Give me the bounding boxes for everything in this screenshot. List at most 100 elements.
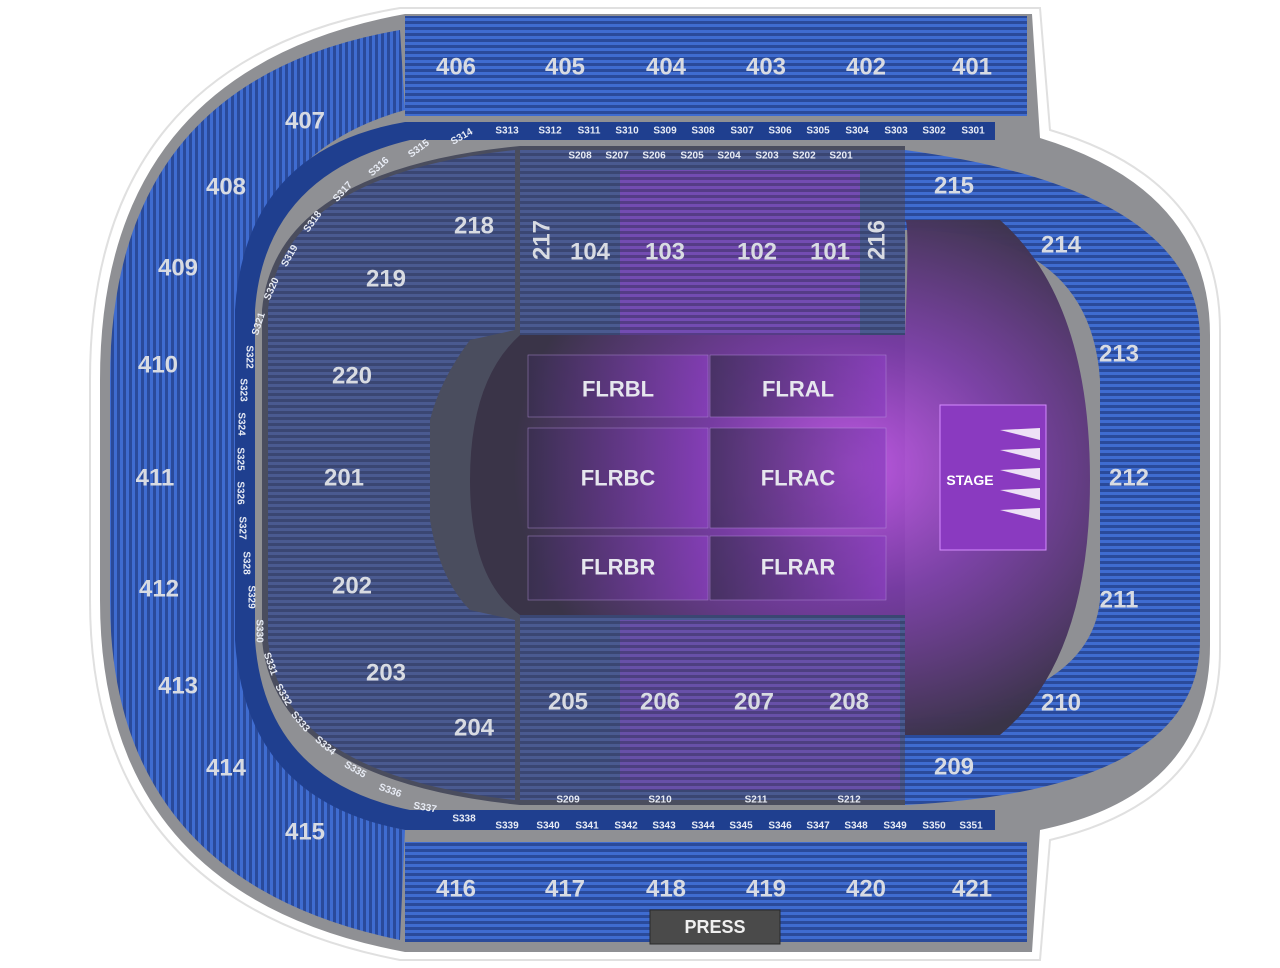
section-215[interactable]: 215	[934, 173, 974, 200]
suite-S305[interactable]: S305	[806, 126, 830, 137]
suite-S308[interactable]: S308	[691, 126, 715, 137]
section-205[interactable]: 205	[548, 689, 588, 716]
suite-S302[interactable]: S302	[922, 126, 946, 137]
section-209[interactable]: 209	[934, 754, 974, 781]
floor-label-flrac[interactable]: FLRAC	[761, 466, 836, 491]
section-409[interactable]: 409	[158, 255, 198, 282]
suite-S309[interactable]: S309	[653, 126, 677, 137]
suite-S208[interactable]: S208	[568, 151, 592, 162]
section-411[interactable]: 411	[136, 465, 175, 492]
suite-S306[interactable]: S306	[768, 126, 792, 137]
floor-section-flrbc[interactable]	[527, 427, 709, 529]
section-407[interactable]: 407	[285, 108, 325, 135]
floor-label-flral[interactable]: FLRAL	[762, 377, 834, 402]
suite-S211[interactable]: S211	[745, 795, 768, 806]
section-415[interactable]: 415	[285, 819, 325, 846]
section-403[interactable]: 403	[746, 54, 786, 81]
suite-S207[interactable]: S207	[605, 151, 629, 162]
section-216[interactable]: 216	[864, 220, 891, 260]
floor-label-flrbr[interactable]: FLRBR	[581, 555, 656, 580]
floor-section-flral[interactable]	[709, 354, 887, 418]
section-212[interactable]: 212	[1109, 465, 1149, 492]
suite-S329[interactable]: S329	[246, 585, 257, 609]
section-213[interactable]: 213	[1099, 341, 1139, 368]
suite-S330[interactable]: S330	[254, 619, 265, 643]
suite-S325[interactable]: S325	[235, 447, 246, 471]
section-207[interactable]: 207	[734, 689, 774, 716]
suite-S327[interactable]: S327	[237, 516, 248, 540]
section-104[interactable]: 104	[570, 239, 611, 266]
suite-S337[interactable]: S337	[413, 801, 438, 816]
suite-S343[interactable]: S343	[652, 821, 676, 832]
suite-S312[interactable]: S312	[538, 126, 562, 137]
suite-S340[interactable]: S340	[536, 821, 560, 832]
floor-label-flrar[interactable]: FLRAR	[761, 555, 836, 580]
suite-S201[interactable]: S201	[829, 151, 853, 162]
section-201[interactable]: 201	[324, 465, 364, 492]
suite-S344[interactable]: S344	[691, 821, 715, 832]
section-404[interactable]: 404	[646, 54, 687, 81]
section-101[interactable]: 101	[810, 239, 850, 266]
section-214[interactable]: 214	[1041, 232, 1082, 259]
suite-S323[interactable]: S323	[238, 378, 249, 402]
section-219[interactable]: 219	[366, 266, 406, 293]
section-405[interactable]: 405	[545, 54, 585, 81]
suite-S304[interactable]: S304	[845, 126, 869, 137]
section-103[interactable]: 103	[645, 239, 685, 266]
floor-section-flrac[interactable]	[709, 427, 887, 529]
suite-S204[interactable]: S204	[717, 151, 741, 162]
section-401[interactable]: 401	[952, 54, 992, 81]
section-211[interactable]: 211	[1100, 587, 1139, 614]
suite-S322[interactable]: S322	[244, 345, 255, 369]
suite-S347[interactable]: S347	[806, 821, 830, 832]
suite-S339[interactable]: S339	[495, 821, 519, 832]
section-218[interactable]: 218	[454, 213, 494, 240]
section-418[interactable]: 418	[646, 876, 686, 903]
suite-S313[interactable]: S313	[495, 126, 519, 137]
section-202[interactable]: 202	[332, 573, 372, 600]
floor-section-flrbl[interactable]	[527, 354, 709, 418]
suite-S205[interactable]: S205	[680, 151, 704, 162]
suite-S303[interactable]: S303	[884, 126, 908, 137]
section-408[interactable]: 408	[206, 174, 246, 201]
suite-S206[interactable]: S206	[642, 151, 666, 162]
section-419[interactable]: 419	[746, 876, 786, 903]
suite-S348[interactable]: S348	[844, 821, 868, 832]
suite-S338[interactable]: S338	[452, 814, 476, 825]
section-402[interactable]: 402	[846, 54, 886, 81]
section-406[interactable]: 406	[436, 54, 476, 81]
suite-S324[interactable]: S324	[236, 412, 247, 436]
section-102[interactable]: 102	[737, 239, 777, 266]
suite-S345[interactable]: S345	[729, 821, 753, 832]
floor-section-flrar[interactable]	[709, 535, 887, 601]
section-217[interactable]: 217	[529, 220, 556, 260]
section-414[interactable]: 414	[206, 755, 247, 782]
section-208[interactable]: 208	[829, 689, 869, 716]
suite-S203[interactable]: S203	[755, 151, 779, 162]
floor-section-flrbr[interactable]	[527, 535, 709, 601]
section-206[interactable]: 206	[640, 689, 680, 716]
suite-S351[interactable]: S351	[959, 821, 983, 832]
section-416[interactable]: 416	[436, 876, 476, 903]
section-220[interactable]: 220	[332, 363, 372, 390]
suite-S310[interactable]: S310	[615, 126, 639, 137]
suite-S202[interactable]: S202	[792, 151, 816, 162]
section-412[interactable]: 412	[139, 576, 179, 603]
floor-label-flrbl[interactable]: FLRBL	[582, 377, 654, 402]
section-413[interactable]: 413	[158, 673, 198, 700]
section-420[interactable]: 420	[846, 876, 886, 903]
suite-S326[interactable]: S326	[235, 481, 246, 505]
suite-S212[interactable]: S212	[837, 795, 861, 806]
section-417[interactable]: 417	[545, 876, 585, 903]
suite-S349[interactable]: S349	[883, 821, 907, 832]
suite-S342[interactable]: S342	[614, 821, 638, 832]
suite-S311[interactable]: S311	[578, 126, 601, 137]
suite-S209[interactable]: S209	[556, 795, 580, 806]
suite-S350[interactable]: S350	[922, 821, 946, 832]
suite-S301[interactable]: S301	[961, 126, 985, 137]
suite-S328[interactable]: S328	[241, 551, 252, 575]
suite-S346[interactable]: S346	[768, 821, 792, 832]
suite-S307[interactable]: S307	[730, 126, 754, 137]
suite-S210[interactable]: S210	[648, 795, 672, 806]
section-204[interactable]: 204	[454, 715, 495, 742]
